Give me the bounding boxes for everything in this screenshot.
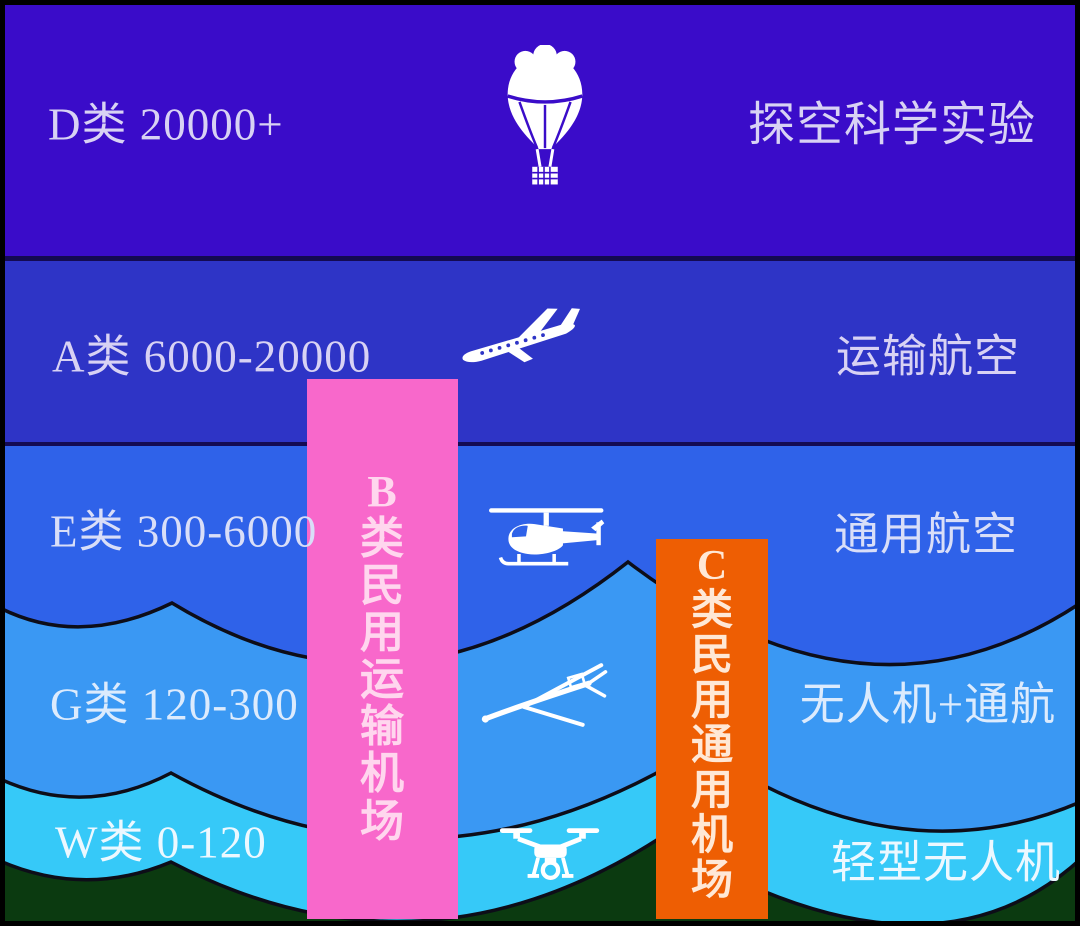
divider-d-a [0,256,1080,261]
layer-usage-label-e: 通用航空 [833,509,1019,560]
quadcopter-drone-icon [499,828,600,881]
fixed-wing-drone-icon [481,663,608,727]
divider-a-e [0,442,1080,446]
helicopter-icon [489,508,605,566]
band-w [0,748,1080,926]
airport-bar-c-label: C类民用通用机场 [691,543,734,904]
hot-air-balloon-icon [507,45,583,185]
layer-range-label-w: W类 0-120 [55,817,267,868]
layer-range-label-a: A类 6000-20000 [52,331,372,382]
airport-bar-c [656,539,768,919]
layer-range-label-e: E类 300-6000 [50,506,318,557]
layer-usage-label-a: 运输航空 [835,331,1021,382]
band-a [0,261,1080,442]
layer-range-label-d: D类 20000+ [48,99,284,150]
layer-usage-label-d: 探空科学实验 [748,99,1036,152]
layer-usage-label-w: 轻型无人机 [830,837,1062,888]
layer-usage-label-g: 无人机+通航 [799,679,1057,730]
layer-range-label-g: G类 120-300 [50,679,299,730]
airliner-icon [462,308,580,363]
airport-bar-b [307,379,458,919]
wave-line-e-g [0,559,1080,667]
airport-bar-b-label: B类民用运输机场 [360,467,404,846]
